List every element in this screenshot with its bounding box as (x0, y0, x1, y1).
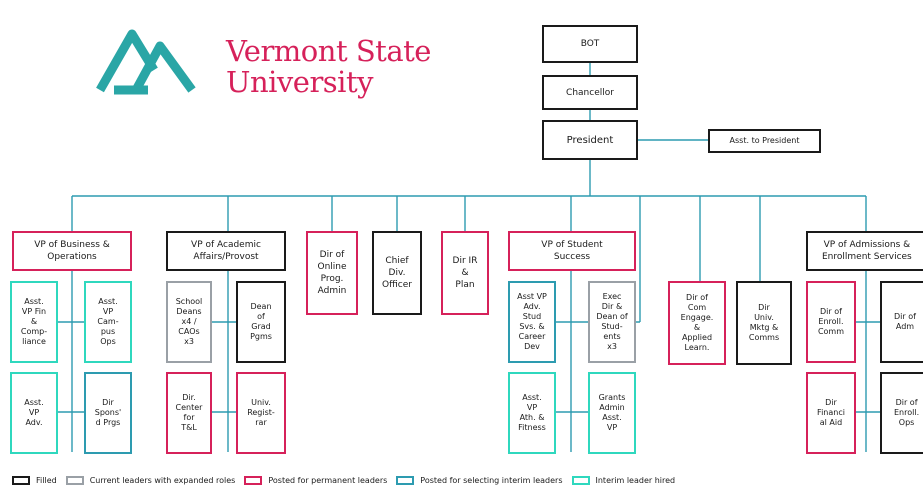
school-deans-box: School Deans x4 / CAOs x3 (166, 281, 212, 363)
legend-label-posted: Posted for permanent leaders (268, 475, 388, 485)
exec-dir-box: Exec Dir & Dean of Stud- ents x3 (588, 281, 636, 363)
vp-business-box: VP of Business & Operations (12, 231, 132, 271)
legend-swatch-posted (244, 475, 263, 485)
dir-com-engage-box: Dir of Com Engage. & Applied Learn. (668, 281, 726, 365)
dir-univ-mktg-box: Dir Univ. Mktg & Comms (736, 281, 792, 365)
chancellor-box: Chancellor (542, 75, 638, 110)
legend-item-filled: Filled (12, 475, 57, 485)
vp-academic-box: VP of Academic Affairs/Provost (166, 231, 286, 271)
asst-to-president-box: Asst. to President (708, 129, 821, 153)
vermont-state-logo-mark (96, 29, 196, 95)
legend-swatch-interim-hired (571, 475, 590, 485)
dir-ir-box: Dir IR & Plan (441, 231, 489, 315)
dir-financial-aid-box: Dir Financi al Aid (806, 372, 856, 454)
president-box: President (542, 120, 638, 160)
dir-center-tl-box: Dir. Center for T&L (166, 372, 212, 454)
legend-label-expanded: Current leaders with expanded roles (89, 475, 236, 485)
logo-text-line2: University (226, 65, 374, 99)
dir-adm-box: Dir of Adm (880, 281, 923, 363)
dean-grad-box: Dean of Grad Pgms (236, 281, 286, 363)
asst-vp-campus-box: Asst. VP Cam- pus Ops (84, 281, 132, 363)
dir-enroll-ops-box: Dir of Enroll. Ops (880, 372, 923, 454)
chief-div-box: Chief Div. Officer (372, 231, 422, 315)
dir-online-box: Dir of Online Prog. Admin (306, 231, 358, 315)
legend-item-interim-hired: Interim leader hired (571, 475, 676, 485)
asst-vp-stud-box: Asst VP Adv. Stud Svs. & Career Dev (508, 281, 556, 363)
asst-vp-adv-box: Asst. VP Adv. (10, 372, 58, 454)
legend-swatch-filled (12, 475, 30, 485)
legend-item-posted: Posted for permanent leaders (244, 475, 388, 485)
legend-label-interim-selecting: Posted for selecting interim leaders (420, 475, 563, 485)
univ-registrar-box: Univ. Regist- rar (236, 372, 286, 454)
bot-box: BOT (542, 25, 638, 63)
vp-admissions-box: VP of Admissions & Enrollment Services (806, 231, 923, 271)
legend-item-expanded: Current leaders with expanded roles (65, 475, 236, 485)
dir-spons-box: Dir Spons' d Prgs (84, 372, 132, 454)
legend-swatch-expanded (65, 475, 84, 485)
legend: Filled Current leaders with expanded rol… (12, 472, 684, 488)
asst-vp-fin-box: Asst. VP Fin & Comp- liance (10, 281, 58, 363)
vp-student-box: VP of Student Success (508, 231, 636, 271)
asst-vp-ath-box: Asst. VP Ath. & Fitness (508, 372, 556, 454)
legend-label-interim-hired: Interim leader hired (595, 475, 676, 485)
dir-enroll-comm-box: Dir of Enroll. Comm (806, 281, 856, 363)
grants-admin-box: Grants Admin Asst. VP (588, 372, 636, 454)
logo-text-line1: Vermont State (226, 34, 431, 68)
legend-swatch-interim-selecting (396, 475, 415, 485)
legend-label-filled: Filled (36, 475, 57, 485)
legend-item-interim-selecting: Posted for selecting interim leaders (396, 475, 563, 485)
